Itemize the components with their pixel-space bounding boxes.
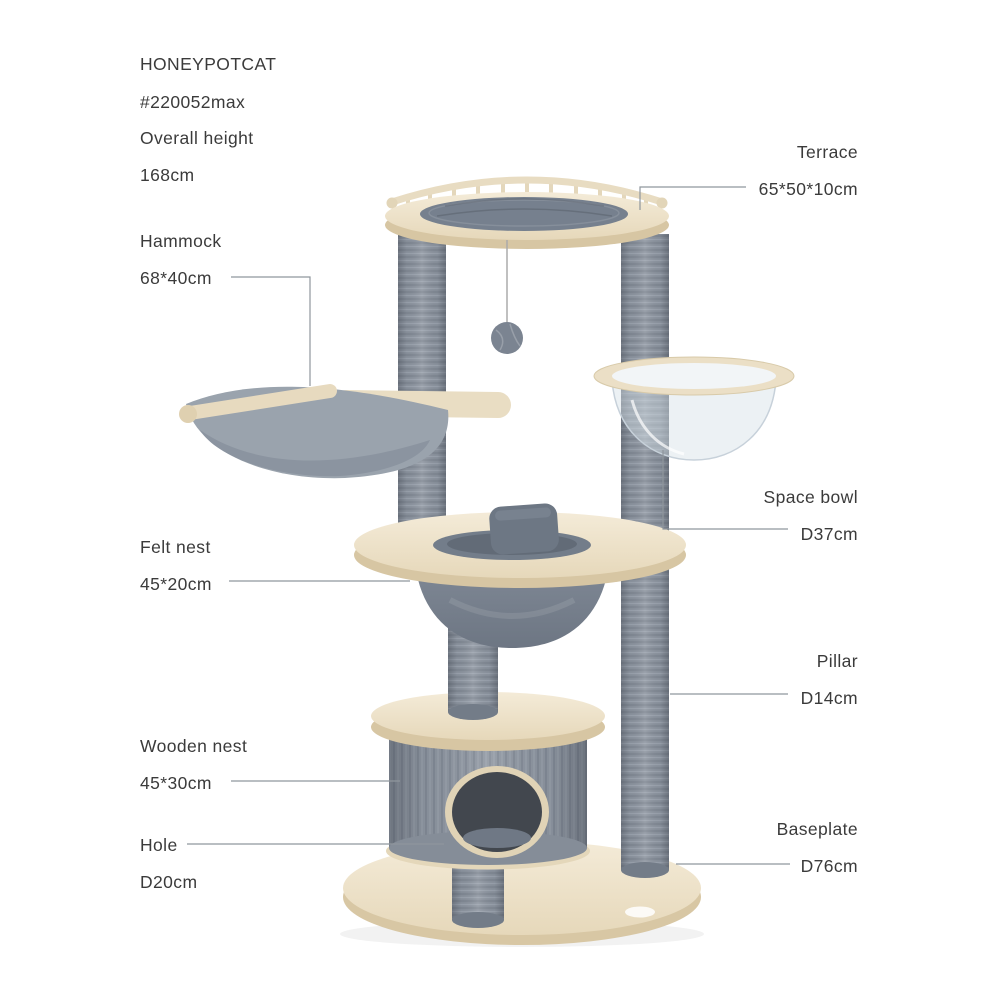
baseplate-logo <box>625 906 655 918</box>
spec-wooden-nest: Wooden nest 45*30cm <box>140 728 247 802</box>
spec-felt-nest: Felt nest 45*20cm <box>140 529 212 603</box>
callout-line-hammock <box>231 276 311 386</box>
spec-label: Felt nest <box>140 537 211 557</box>
spec-value: D76cm <box>800 856 858 876</box>
callout-line-terrace <box>639 186 746 210</box>
spec-value: 45*20cm <box>140 574 212 594</box>
spec-value: 45*30cm <box>140 773 212 793</box>
callout-lines <box>187 186 790 865</box>
hammock-illustration <box>179 384 511 479</box>
spec-hammock: Hammock 68*40cm <box>140 223 222 297</box>
spec-terrace: Terrace 65*50*10cm <box>759 134 858 208</box>
callout-line-space-bowl <box>662 450 788 530</box>
nest-hole <box>445 766 549 858</box>
spec-value: D14cm <box>800 688 858 708</box>
spec-space-bowl: Space bowl D37cm <box>764 479 858 553</box>
spec-label: Terrace <box>796 142 858 162</box>
spec-value: D37cm <box>800 524 858 544</box>
spec-value: 65*50*10cm <box>758 179 858 199</box>
spec-overall-height: Overall height 168cm <box>140 120 254 194</box>
spec-label: Space bowl <box>763 487 858 507</box>
spec-value: D20cm <box>140 872 198 892</box>
spec-label: Hole <box>140 835 178 855</box>
model-number: #220052max <box>140 92 246 112</box>
terrace-illustration <box>385 176 669 249</box>
hanging-ball <box>491 240 523 354</box>
felt-nest-entry <box>489 503 559 555</box>
spec-value: 68*40cm <box>140 268 212 288</box>
space-bowl-illustration <box>593 356 795 461</box>
spec-hole: Hole D20cm <box>140 827 197 901</box>
spec-value: 168cm <box>140 165 195 185</box>
spec-label: Wooden nest <box>140 736 248 756</box>
spec-label: Pillar <box>816 651 858 671</box>
spec-baseplate: Baseplate D76cm <box>777 811 858 885</box>
terrace-cushion <box>420 197 628 231</box>
spec-label: Overall height <box>140 128 254 148</box>
brand-name: HONEYPOTCAT <box>140 54 277 74</box>
spec-pillar: Pillar D14cm <box>801 643 858 717</box>
spec-label: Hammock <box>140 231 222 251</box>
spec-label: Baseplate <box>776 819 858 839</box>
